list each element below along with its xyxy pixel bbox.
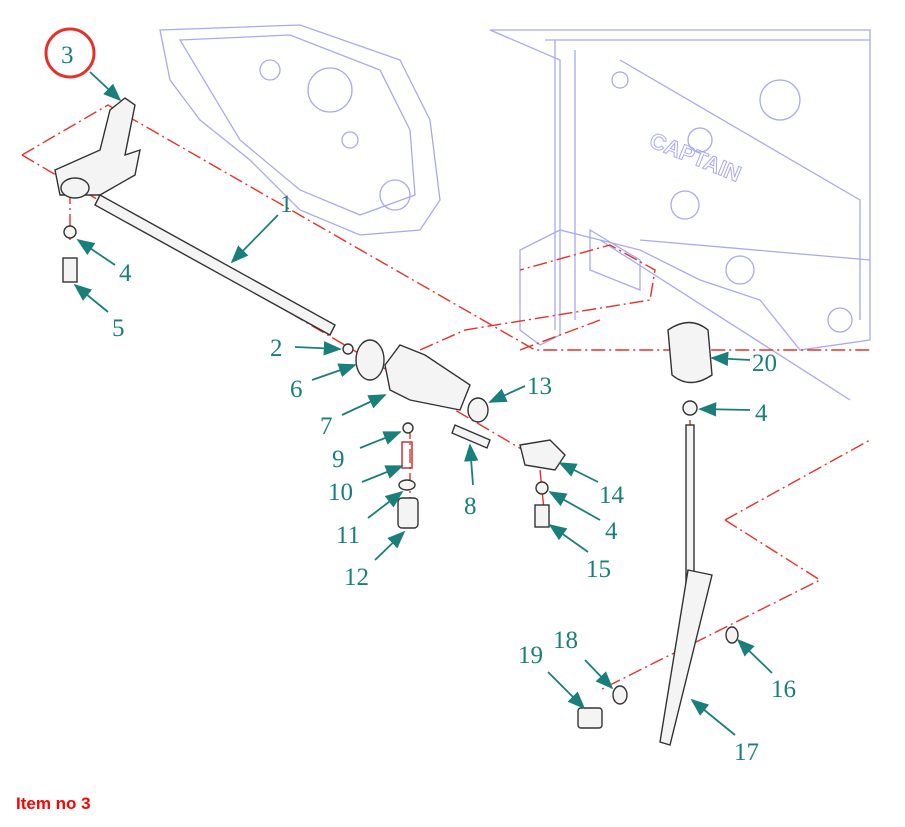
callout-1[interactable]: 1 xyxy=(280,191,293,218)
washer-item-11 xyxy=(398,479,416,491)
washer-item-18 xyxy=(612,685,628,705)
callout-8[interactable]: 8 xyxy=(464,493,477,520)
callout-3[interactable]: 3 xyxy=(61,42,74,69)
captain-logo-text: CAPTAIN xyxy=(646,127,745,186)
callout-4[interactable]: 4 xyxy=(119,260,132,287)
callout-20[interactable]: 20 xyxy=(752,350,777,377)
nut-item-4 xyxy=(63,225,77,239)
spring-item-10 xyxy=(401,441,413,469)
plug-item-12 xyxy=(397,497,419,529)
nut-item-4c xyxy=(682,400,698,416)
callout-5[interactable]: 5 xyxy=(112,315,125,342)
callout-19[interactable]: 19 xyxy=(518,642,543,669)
nut-item-16 xyxy=(725,626,739,644)
gear-lever-rod xyxy=(685,424,695,586)
callout-17[interactable]: 17 xyxy=(734,739,759,766)
knob-item-20 xyxy=(667,321,713,384)
callout-14[interactable]: 14 xyxy=(599,482,625,509)
callout-13[interactable]: 13 xyxy=(527,373,552,400)
bolt-item-15 xyxy=(534,504,550,528)
callout-9[interactable]: 9 xyxy=(332,446,345,473)
washer-item-2 xyxy=(342,343,354,355)
shift-rod-item-1 xyxy=(94,194,336,336)
lever-arm-item-17 xyxy=(659,569,713,746)
nut-item-4b xyxy=(535,481,549,495)
item-3-highlight-circle xyxy=(44,27,96,79)
transmission-housing: CAPTAIN xyxy=(159,24,871,401)
callout-arrows xyxy=(73,71,773,736)
callout-15[interactable]: 15 xyxy=(586,556,611,583)
bolt-item-5 xyxy=(62,257,78,283)
parts xyxy=(54,97,739,746)
callout-18[interactable]: 18 xyxy=(553,627,578,654)
bolt-item-19 xyxy=(577,707,603,729)
callout-4-third[interactable]: 4 xyxy=(755,400,768,427)
callout-11[interactable]: 11 xyxy=(336,522,360,549)
callout-12[interactable]: 12 xyxy=(344,564,369,591)
callout-2[interactable]: 2 xyxy=(270,335,283,362)
callout-labels: 3 1 4 5 2 6 7 13 9 10 11 12 8 14 4 15 20… xyxy=(61,42,796,766)
lever-item-14 xyxy=(519,439,566,471)
callout-7[interactable]: 7 xyxy=(320,413,333,440)
seal-item-13 xyxy=(467,397,489,423)
shift-fork-item-3[interactable] xyxy=(54,97,141,199)
housing-item-7 xyxy=(384,344,471,411)
ball-item-9 xyxy=(402,422,414,434)
pin-item-8 xyxy=(451,424,491,449)
callout-10[interactable]: 10 xyxy=(328,479,353,506)
callout-16[interactable]: 16 xyxy=(771,676,796,703)
callout-6[interactable]: 6 xyxy=(290,376,303,403)
callout-4-second[interactable]: 4 xyxy=(605,518,618,545)
plate-item-6 xyxy=(355,339,385,381)
item-caption: Item no 3 xyxy=(16,794,91,813)
